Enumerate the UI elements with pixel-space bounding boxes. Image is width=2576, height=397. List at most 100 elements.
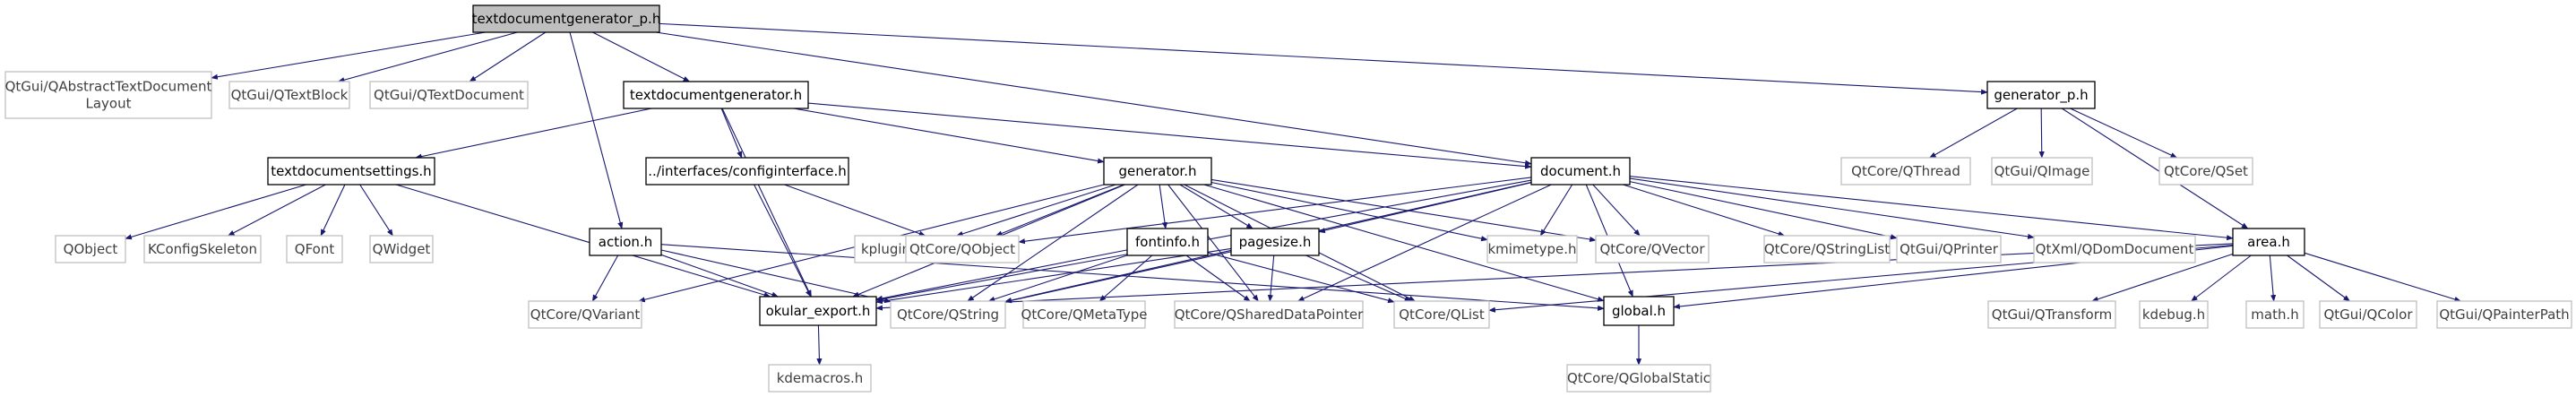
- edge-tdg-to-gen: [793, 108, 1105, 164]
- node-label-qtrans: QtGui/QTransform: [1992, 306, 2112, 323]
- node-box-qlist: [1393, 300, 1490, 329]
- node-okexp[interactable]: okular_export.h: [759, 296, 877, 326]
- node-qgs: QtCore/QGlobalStatic: [1566, 364, 1711, 393]
- node-label-qatdl-line0: QtGui/QAbstractTextDocument: [5, 79, 212, 95]
- node-box-doc[interactable]: [1530, 157, 1631, 186]
- node-label-qwidget: QWidget: [373, 241, 431, 257]
- node-label-gen: generator.h: [1119, 163, 1197, 179]
- node-box-qtb: [228, 81, 350, 109]
- node-doc[interactable]: document.h: [1530, 157, 1631, 186]
- node-box-qvariant: [528, 300, 642, 329]
- edge-cfg-to-qcqobject: [784, 184, 926, 237]
- node-box-tdg[interactable]: [623, 81, 809, 109]
- node-label-root: textdocumentgenerator_p.h: [472, 11, 661, 28]
- node-label-qtd: QtGui/QTextDocument: [374, 87, 524, 103]
- node-qwidget: QWidget: [369, 235, 434, 263]
- node-box-qsdp: [1174, 300, 1364, 329]
- node-box-root[interactable]: [472, 4, 660, 33]
- node-box-kdebug: [2139, 300, 2209, 329]
- node-box-qcqobject: [905, 235, 1020, 263]
- node-label-qdom: QtXml/QDomDocument: [2036, 241, 2194, 257]
- node-qsdp: QtCore/QSharedDataPointer: [1174, 300, 1364, 329]
- node-qcolor: QtGui/QColor: [2319, 300, 2417, 329]
- node-label-qprinter: QtGui/QPrinter: [1900, 241, 1999, 257]
- edge-pagesize-to-qstring: [1004, 251, 1232, 304]
- edge-fontinfo-to-qlist: [1207, 252, 1395, 304]
- node-qcqobject: QtCore/QObject: [905, 235, 1020, 263]
- node-label-action: action.h: [599, 234, 652, 250]
- node-box-qfont: [286, 235, 343, 263]
- node-label-qgs: QtCore/QGlobalStatic: [1567, 370, 1710, 386]
- edge-gen-to-fontinfo: [1159, 184, 1168, 229]
- node-tds[interactable]: textdocumentsettings.h: [267, 157, 435, 186]
- node-label-qfont: QFont: [295, 241, 335, 257]
- node-area[interactable]: area.h: [2232, 228, 2305, 256]
- edge-genp-to-area: [2061, 108, 2249, 229]
- node-label-kmime: kmimetype.h: [1487, 241, 1576, 257]
- edge-fontinfo-to-qsdp: [1185, 255, 1251, 302]
- node-cfg[interactable]: ../interfaces/configinterface.h: [645, 157, 849, 186]
- node-label-kcs: KConfigSkeleton: [148, 241, 257, 257]
- edge-gen-to-global: [1203, 184, 1605, 302]
- edge-action-to-okexp: [660, 254, 780, 298]
- node-box-cfg[interactable]: [645, 157, 849, 186]
- node-box-global[interactable]: [1603, 296, 1675, 326]
- edge-tdg-to-doc: [807, 102, 1532, 169]
- node-fontinfo[interactable]: fontinfo.h: [1126, 228, 1209, 256]
- node-gen[interactable]: generator.h: [1103, 157, 1212, 186]
- edge-gen-to-qcqobject: [995, 184, 1124, 237]
- node-tdg[interactable]: textdocumentgenerator.h: [623, 81, 809, 109]
- node-label-qvariant: QtCore/QVariant: [530, 306, 641, 323]
- node-qlist: QtCore/QList: [1393, 300, 1490, 329]
- node-global[interactable]: global.h: [1603, 296, 1675, 326]
- node-box-qcolor: [2319, 300, 2417, 329]
- node-label-tds: textdocumentsettings.h: [271, 163, 431, 179]
- node-box-area[interactable]: [2232, 228, 2305, 256]
- node-box-action[interactable]: [589, 228, 662, 256]
- edge-area-to-qtrans: [2091, 253, 2234, 302]
- node-pagesize[interactable]: pagesize.h: [1230, 228, 1320, 256]
- edge-tdg-to-cfg: [720, 108, 743, 159]
- edge-gen-to-qsdp: [1167, 184, 1259, 302]
- node-qset: QtCore/QSet: [2158, 157, 2253, 186]
- edge-cfg-to-okexp: [754, 184, 812, 298]
- node-qimage: QtGui/QImage: [1991, 157, 2093, 186]
- header-nodes: textdocumentgenerator_p.hQtGui/QAbstract…: [4, 4, 2572, 393]
- node-qobject: QObject: [55, 235, 126, 263]
- node-root[interactable]: textdocumentgenerator_p.h: [472, 4, 661, 33]
- node-box-genp[interactable]: [1986, 81, 2096, 109]
- node-genp[interactable]: generator_p.h: [1986, 81, 2096, 109]
- node-box-qprinter: [1896, 235, 2002, 263]
- node-box-math: [2245, 300, 2305, 329]
- node-label-qlist: QtCore/QList: [1399, 306, 1485, 323]
- node-label-qstring: QtCore/QString: [897, 306, 999, 323]
- node-box-pagesize[interactable]: [1230, 228, 1320, 256]
- node-box-tds[interactable]: [267, 157, 435, 186]
- node-qprinter: QtGui/QPrinter: [1896, 235, 2002, 263]
- edge-okexp-to-kdemacros: [816, 324, 823, 366]
- edge-pagesize-to-okexp: [875, 247, 1232, 305]
- node-box-fontinfo[interactable]: [1126, 228, 1209, 256]
- node-qthread: QtCore/QThread: [1840, 157, 1971, 186]
- node-label-qobject: QObject: [64, 241, 118, 257]
- node-qpp: QtGui/QPainterPath: [2436, 300, 2572, 329]
- edge-root-to-doc: [655, 31, 1532, 166]
- node-math: math.h: [2245, 300, 2305, 329]
- node-box-gen[interactable]: [1103, 157, 1212, 186]
- edge-doc-to-qcqobject: [1018, 177, 1532, 245]
- edge-genp-to-qthread: [1928, 108, 2018, 159]
- node-box-kcs: [143, 235, 262, 263]
- edge-root-to-qatdl: [211, 31, 486, 80]
- node-label-qset: QtCore/QSet: [2164, 163, 2248, 179]
- node-qstring: QtCore/QString: [890, 300, 1006, 329]
- node-box-qobject: [55, 235, 126, 263]
- node-box-qsl: [1763, 235, 1891, 263]
- edge-root-to-qtd: [469, 31, 547, 82]
- edge-root-to-genp: [659, 22, 1988, 95]
- node-box-qset: [2158, 157, 2253, 186]
- node-action[interactable]: action.h: [589, 228, 662, 256]
- node-qvariant: QtCore/QVariant: [528, 300, 642, 329]
- node-box-okexp[interactable]: [759, 296, 877, 326]
- node-label-qpp: QtGui/QPainterPath: [2439, 306, 2569, 323]
